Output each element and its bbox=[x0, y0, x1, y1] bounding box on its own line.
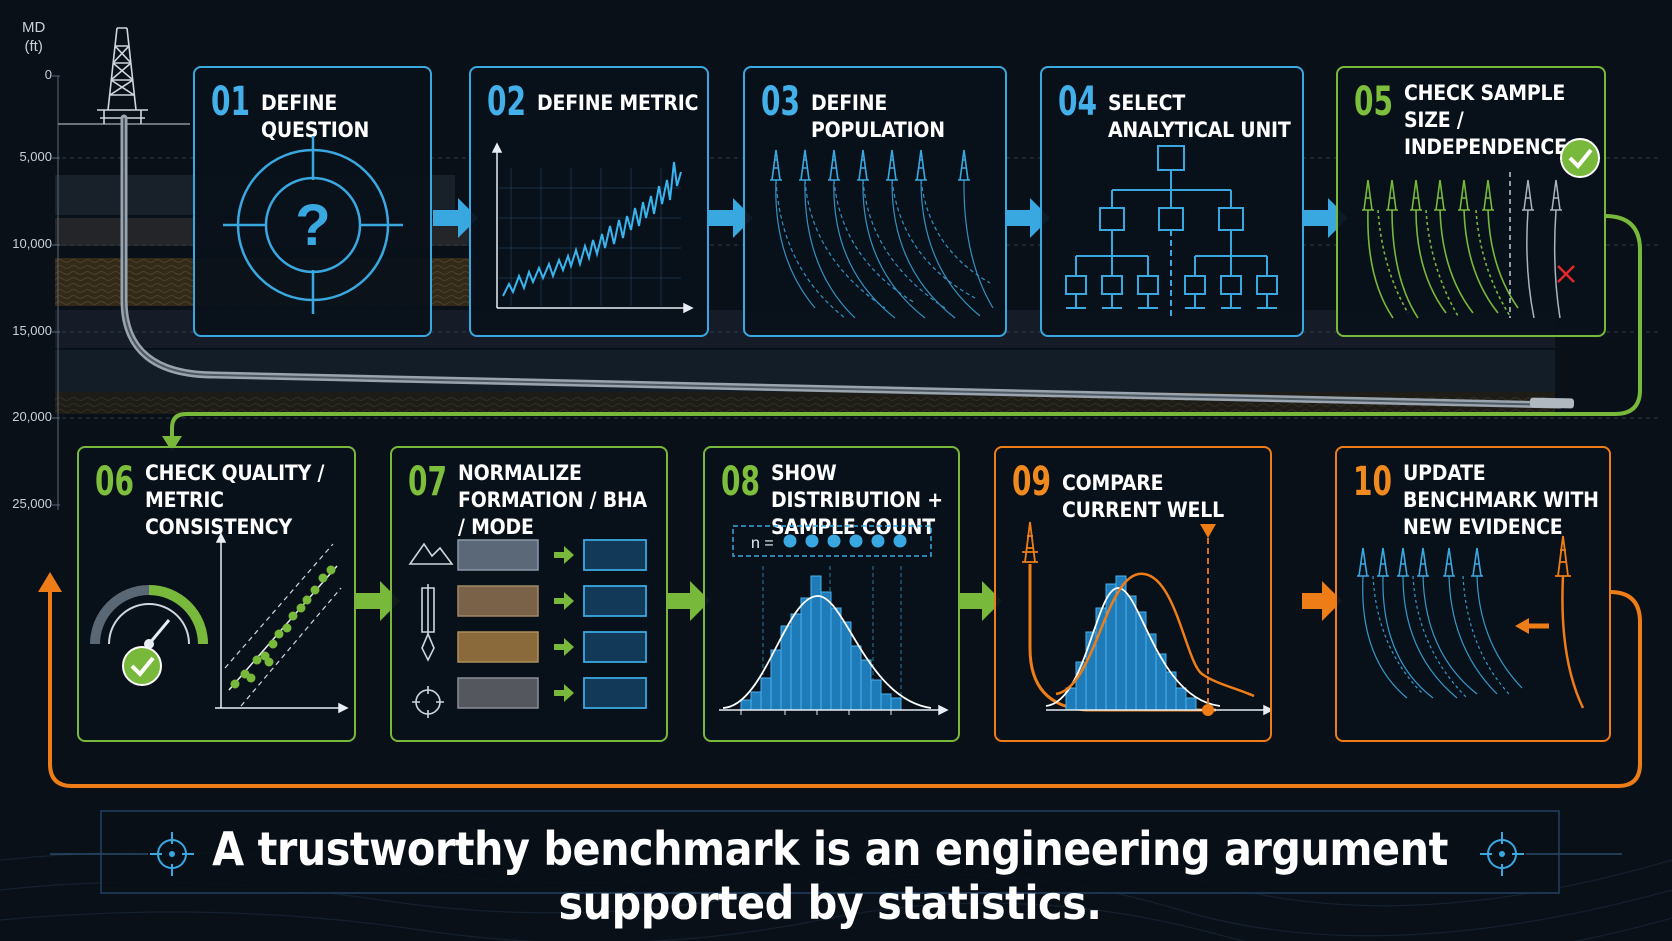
step-number: 01 bbox=[211, 79, 251, 125]
step-number: 08 bbox=[721, 459, 761, 505]
step-04-card: 04 SELECT ANALYTICAL UNIT bbox=[1040, 66, 1304, 337]
depth-tick-label: 15,000 bbox=[12, 323, 52, 338]
step-number: 09 bbox=[1012, 459, 1052, 505]
depth-axis-title: MD (ft) bbox=[22, 18, 45, 56]
depth-axis-title-line1: MD bbox=[22, 19, 46, 36]
banner-text: A trustworthy benchmark is an engineerin… bbox=[212, 822, 1448, 930]
step-title: CHECK QUALITY / METRIC CONSISTENCY bbox=[145, 461, 325, 539]
depth-tick-label: 25,000 bbox=[12, 496, 52, 511]
metric-line-chart-icon bbox=[491, 142, 694, 314]
banner-rule-left bbox=[50, 853, 148, 855]
depth-tick-label: 20,000 bbox=[12, 409, 52, 424]
hierarchy-tree-icon bbox=[1065, 145, 1278, 318]
step-title: CHECK SAMPLE SIZE / INDEPENDENCE bbox=[1404, 81, 1567, 159]
step-title: DEFINE QUESTION bbox=[261, 91, 370, 142]
update-benchmark-icon bbox=[1357, 535, 1585, 709]
step-title: SELECT ANALYTICAL UNIT bbox=[1108, 91, 1291, 142]
sample-independence-icon bbox=[1362, 138, 1600, 319]
check-icon bbox=[122, 646, 162, 686]
step-number: 07 bbox=[408, 459, 448, 505]
compare-current-well-icon bbox=[1022, 521, 1270, 716]
step-number: 03 bbox=[761, 79, 801, 125]
step-number: 10 bbox=[1353, 459, 1393, 505]
banner-rule-right bbox=[1526, 853, 1622, 855]
step-09-card: 09 COMPARE CURRENT WELL bbox=[994, 446, 1272, 742]
drill-bit-icon bbox=[421, 584, 435, 662]
target-question-icon: ? bbox=[223, 136, 403, 314]
step-10-card: 10 UPDATE BENCHMARK WITH NEW EVIDENCE bbox=[1335, 446, 1611, 742]
step-number: 04 bbox=[1058, 79, 1098, 125]
normalization-icon bbox=[408, 539, 647, 718]
step-number: 02 bbox=[487, 79, 527, 125]
step-06-card: 06 CHECK QUALITY / METRIC CONSISTENCY bbox=[77, 446, 356, 742]
step-08-card: 08 SHOW DISTRIBUTION + SAMPLE COUNT n = bbox=[703, 446, 960, 742]
step-title: SHOW DISTRIBUTION + SAMPLE COUNT bbox=[771, 461, 943, 539]
depth-tick-label: 0 bbox=[44, 67, 52, 82]
quality-consistency-icon bbox=[90, 532, 349, 714]
check-icon bbox=[1560, 138, 1600, 178]
step-02-card: 02 DEFINE METRIC bbox=[469, 66, 709, 337]
well-population-icon bbox=[770, 149, 994, 319]
sample-count-label: n = bbox=[751, 535, 774, 552]
step-03-card: 03 DEFINE POPULATION bbox=[743, 66, 1007, 337]
crosshair-icon bbox=[150, 832, 194, 876]
step-title: NORMALIZE FORMATION / BHA / MODE bbox=[458, 461, 647, 539]
step-05-card: 05 CHECK SAMPLE SIZE / INDEPENDENCE bbox=[1336, 66, 1606, 337]
step-number: 06 bbox=[95, 459, 135, 505]
step-07-card: 07 NORMALIZE FORMATION / BHA / MODE bbox=[390, 446, 668, 742]
conclusion-banner: A trustworthy benchmark is an engineerin… bbox=[100, 810, 1560, 930]
crosshair-icon bbox=[1480, 832, 1524, 876]
depth-axis-title-line2: (ft) bbox=[24, 38, 43, 55]
distribution-histogram-icon: n = bbox=[719, 525, 949, 716]
step-01-card: 01 DEFINE QUESTION ? bbox=[193, 66, 432, 337]
x-mark-icon bbox=[1557, 265, 1575, 283]
step-title: DEFINE POPULATION bbox=[811, 91, 945, 142]
mountain-icon bbox=[408, 542, 454, 565]
step-number: 05 bbox=[1354, 79, 1394, 125]
svg-text:?: ? bbox=[295, 193, 330, 258]
step-title: UPDATE BENCHMARK WITH NEW EVIDENCE bbox=[1403, 461, 1599, 539]
depth-tick-label: 10,000 bbox=[12, 236, 52, 251]
depth-tick-label: 5,000 bbox=[19, 149, 52, 164]
gauge-icon bbox=[90, 585, 208, 649]
step-title: DEFINE METRIC bbox=[537, 91, 699, 115]
step-title: COMPARE CURRENT WELL bbox=[1062, 471, 1224, 522]
